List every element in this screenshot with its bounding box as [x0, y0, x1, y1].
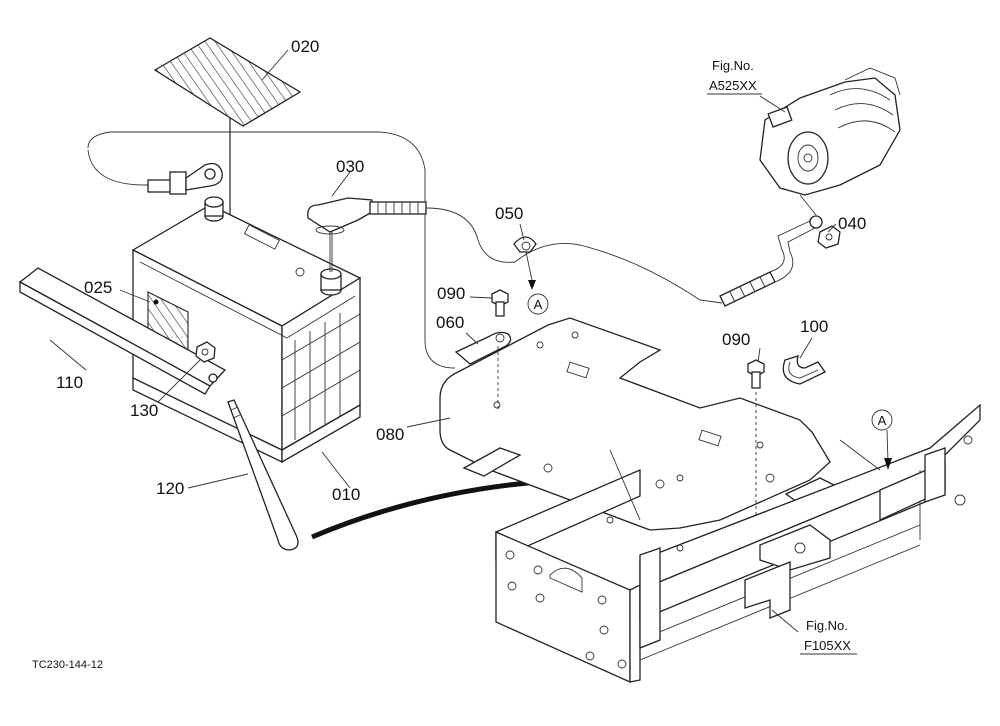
- starter-fig-ref-line1: Fig.No.: [712, 58, 754, 73]
- ground-cable-terminal: [454, 331, 512, 410]
- drawing-code: TC230-144-12: [32, 659, 103, 671]
- bolt-left: [491, 289, 509, 317]
- frame-fig-ref-line2: F105XX: [804, 638, 851, 653]
- starter-motor: [759, 67, 901, 216]
- marker-a-plate-text: A: [534, 297, 543, 312]
- starter-cable-terminal: [719, 215, 841, 307]
- frame-fig-ref-line1: Fig.No.: [806, 618, 848, 633]
- hold-down-nut: [195, 341, 216, 363]
- negative-cable: [87, 131, 456, 369]
- leader-lines: [49, 49, 892, 633]
- label-130: 130: [130, 401, 158, 420]
- label-090-right: 090: [722, 330, 750, 349]
- tractor-frame: [495, 403, 981, 684]
- starter-fig-ref-line2: A525XX: [709, 78, 757, 93]
- positive-terminal-cover: [307, 197, 723, 304]
- j-bolt: [227, 399, 299, 551]
- bolt-right: [747, 359, 765, 540]
- label-040: 040: [838, 214, 866, 233]
- battery-hold-down-bar: [18, 267, 227, 395]
- label-020: 020: [291, 37, 319, 56]
- marker-a-plate: A: [527, 293, 549, 315]
- label-080: 080: [376, 425, 404, 444]
- label-120: 120: [156, 479, 184, 498]
- marker-a-frame-text: A: [878, 413, 887, 428]
- battery-base-plate: [439, 317, 838, 531]
- label-060: 060: [436, 313, 464, 332]
- label-050: 050: [495, 204, 523, 223]
- u-clip: [782, 355, 826, 385]
- battery: [131, 196, 362, 464]
- label-025: 025: [84, 278, 112, 297]
- label-090-left: 090: [437, 284, 465, 303]
- cable-clamp: [513, 236, 537, 290]
- label-110: 110: [56, 373, 83, 392]
- marker-a-frame: A: [871, 409, 893, 431]
- label-100: 100: [800, 317, 828, 336]
- label-010: 010: [332, 485, 360, 504]
- label-030: 030: [336, 157, 364, 176]
